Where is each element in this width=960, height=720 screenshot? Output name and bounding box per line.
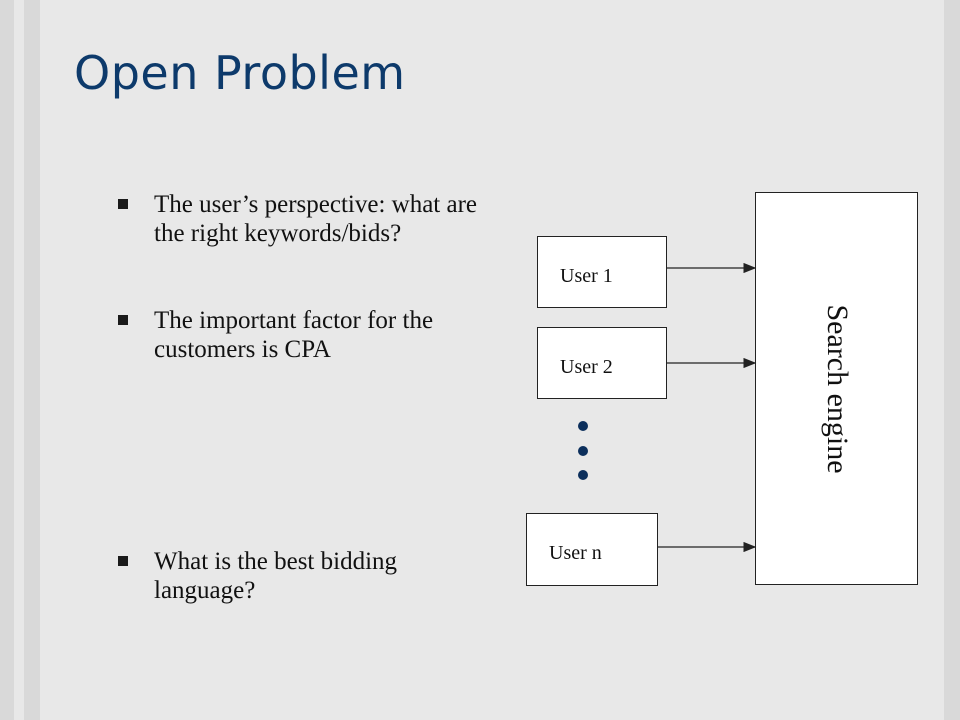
bullet-item: What is the best bidding language?: [118, 547, 478, 605]
left-stripe-inner: [24, 0, 40, 720]
ellipsis-dot-icon: [578, 470, 588, 480]
bullet-text: The important factor for the customers i…: [154, 307, 434, 363]
left-stripe-outer: [0, 0, 14, 720]
user-label: User 1: [560, 265, 613, 287]
user-box-1: User 1: [537, 236, 667, 308]
search-engine-box: Search engine: [755, 192, 918, 585]
ellipsis-dot-icon: [578, 446, 588, 456]
page-title: Open Problem: [74, 46, 406, 100]
user-box-2: User 2: [537, 327, 667, 399]
bullet-text: The user’s perspective: what are the rig…: [154, 191, 478, 247]
user-label: User n: [549, 542, 602, 564]
user-label: User 2: [560, 356, 613, 378]
ellipsis-dot-icon: [578, 421, 588, 431]
square-bullet-icon: [118, 199, 128, 209]
bullet-text: What is the best bidding language?: [154, 548, 398, 604]
bullet-item: The important factor for the customers i…: [118, 306, 478, 364]
square-bullet-icon: [118, 315, 128, 325]
right-stripe: [944, 0, 960, 720]
square-bullet-icon: [118, 556, 128, 566]
user-box-n: User n: [526, 513, 658, 586]
bullet-item: The user’s perspective: what are the rig…: [118, 190, 478, 248]
